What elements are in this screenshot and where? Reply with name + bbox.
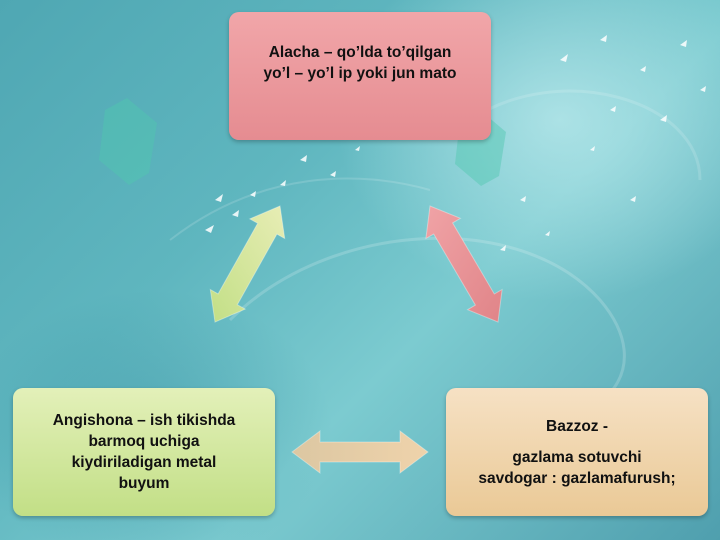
double-arrow-top-left bbox=[209, 205, 286, 323]
node-alacha: Alacha – qo’lda to’qilgan yo’l – yo’l ip… bbox=[229, 12, 491, 140]
node-bazzoz-line-1: gazlama sotuvchi bbox=[512, 448, 642, 466]
node-bazzoz-line-2: savdogar : gazlamafurush; bbox=[478, 469, 676, 487]
node-bazzoz-title: Bazzoz - bbox=[546, 417, 608, 435]
double-arrow-top-right bbox=[425, 205, 503, 323]
node-alacha-line-1: Alacha – qo’lda to’qilgan bbox=[268, 44, 452, 61]
double-arrow-left-right bbox=[291, 430, 429, 474]
arrow-shape-top-left bbox=[209, 205, 286, 323]
node-alacha-line-2: yo’l – yo’l ip yoki jun mato bbox=[263, 65, 457, 82]
node-angishona-line-1: Angishona – ish tikishda bbox=[52, 412, 236, 429]
node-angishona-line-3: kiydiriladigan metal bbox=[71, 454, 217, 471]
node-angishona-line-4: buyum bbox=[118, 475, 170, 492]
arrow-shape-top-right bbox=[425, 205, 503, 323]
node-angishona: Angishona – ish tikishda barmoq uchiga k… bbox=[13, 388, 275, 516]
node-bazzoz: Bazzoz - gazlama sotuvchi savdogar : gaz… bbox=[446, 388, 708, 516]
arrow-shape-left-right bbox=[291, 430, 429, 474]
node-angishona-line-2: barmoq uchiga bbox=[88, 433, 200, 450]
